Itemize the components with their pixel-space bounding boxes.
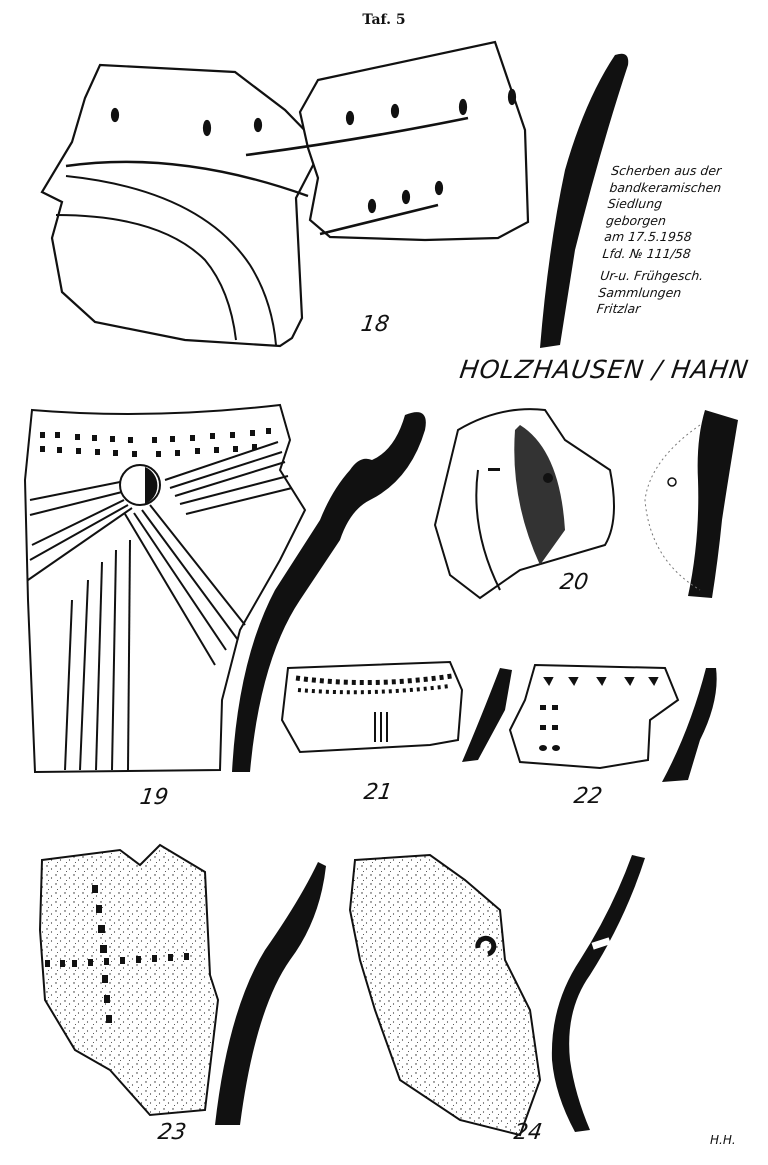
sherd-20 <box>433 408 615 600</box>
sherd-23 <box>38 843 220 1117</box>
sherd-24-profile <box>551 855 645 1132</box>
sherd-19-profile <box>232 412 426 772</box>
caption-line: Siedlung <box>607 196 663 211</box>
find-caption: Scherben aus der bandkeramischen Siedlun… <box>596 163 768 318</box>
sherd-18-profile <box>540 53 629 348</box>
illustrator-initials: H.H. <box>710 1133 736 1147</box>
sherd-22 <box>508 663 680 770</box>
sherd-18 <box>40 40 530 348</box>
sherd-20-profile <box>688 410 738 598</box>
sherd-18-fragment-b <box>298 40 530 242</box>
sherd-number-23: 23 <box>156 1120 188 1145</box>
sherd-19-rim-dots <box>40 428 271 457</box>
caption-line: Sammlungen <box>597 284 683 300</box>
sherd-number-22: 22 <box>572 784 604 809</box>
sherd-number-24: 24 <box>512 1120 544 1145</box>
sherd-23-profile <box>215 862 326 1125</box>
sherd-number-21: 21 <box>362 780 394 805</box>
caption-line: Scherben aus der <box>610 163 723 178</box>
sherd-number-20: 20 <box>558 570 590 595</box>
site-name: HOLZHAUSEN / HAHN <box>457 355 751 384</box>
plate-label: Taf. 5 <box>362 12 406 28</box>
sherd-24 <box>348 853 542 1137</box>
caption-line: bandkeramischen <box>608 179 723 195</box>
caption-line: Ur-u. Frühgesch. <box>599 268 705 283</box>
sherd-22-profile <box>662 668 717 782</box>
sherd-number-19: 19 <box>138 785 170 810</box>
sherd-21-profile <box>462 668 512 762</box>
sherd-18-fragment-a <box>40 63 324 348</box>
caption-line: Fritzlar <box>596 301 642 316</box>
sherd-number-18: 18 <box>359 312 391 337</box>
caption-line: Lfd. № 111/58 <box>601 245 692 261</box>
sherd-21 <box>280 660 464 754</box>
caption-line: am 17.5.1958 <box>603 229 693 244</box>
sherd-19 <box>23 403 307 774</box>
caption-line: geborgen <box>605 212 667 228</box>
